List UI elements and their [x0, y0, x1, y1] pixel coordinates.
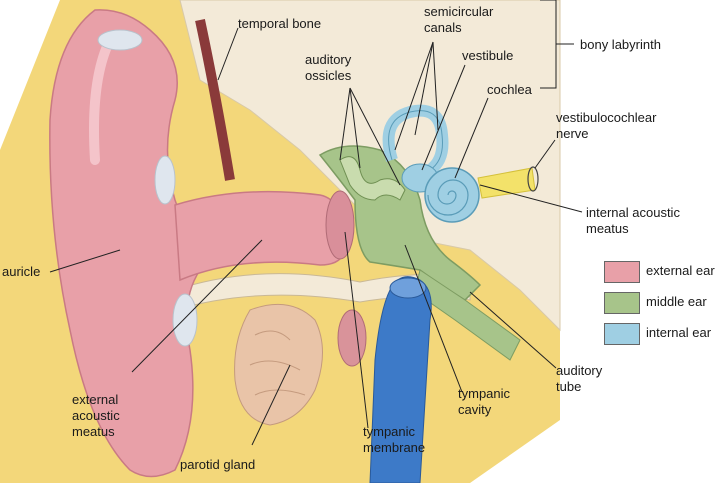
leader-tympanic-cavity — [404, 244, 463, 393]
leader-auditory-tube — [469, 291, 557, 369]
legend-swatch-external-ear — [604, 261, 640, 283]
leader-parotid — [251, 364, 291, 446]
leader-ossicles-3 — [349, 87, 401, 186]
label-cochlea: cochlea — [487, 82, 532, 97]
leader-canals-2 — [414, 41, 434, 136]
leader-nerve — [534, 139, 556, 169]
parotid-gland-lobes — [249, 330, 306, 396]
label-auricle: auricle — [2, 264, 41, 279]
label-auditory-ossicles: auditory ossicles — [305, 52, 352, 83]
legend-swatch-middle-ear — [604, 292, 640, 314]
cartilage-mid — [154, 155, 176, 205]
label-parotid-gland: parotid gland — [180, 457, 256, 472]
label-tympanic-cavity: tympanic cavity — [458, 386, 511, 417]
leader-temporal-bone — [217, 27, 239, 81]
lower-bone-shape — [160, 270, 540, 483]
label-external-acoustic-meatus: external acoustic meatus — [72, 392, 120, 439]
label-auditory-tube: auditory tube — [556, 363, 603, 394]
temporal-vessel — [195, 18, 235, 181]
legend-label-external-ear: external ear — [646, 263, 715, 278]
label-vestibulocochlear-nerve: vestibulocochlear nerve — [556, 110, 657, 141]
leader-auricle — [49, 249, 121, 273]
label-internal-acoustic-meatus: internal acoustic meatus — [586, 205, 680, 236]
legend-label-internal-ear: internal ear — [646, 325, 712, 340]
auricle-highlight — [89, 35, 115, 165]
blood-vessel-shape — [369, 276, 432, 483]
label-vestibule: vestibule — [462, 48, 514, 63]
legend-label-middle-ear: middle ear — [646, 294, 707, 309]
label-bony-labyrinth: bony labyrinth — [580, 37, 661, 52]
tympanic-membrane-shape — [325, 190, 355, 260]
blood-vessel-opening — [389, 277, 427, 299]
label-semicircular-canals: semicircular canals — [424, 4, 494, 35]
leader-tympanic-membrane — [344, 231, 369, 429]
leader-vestibule — [421, 64, 466, 171]
leader-canals-3 — [432, 41, 439, 131]
leader-cochlea — [454, 97, 489, 179]
leader-ossicles-2 — [349, 87, 361, 169]
leader-internal-meatus — [479, 184, 583, 213]
semicircular-canals-outline — [388, 110, 443, 171]
nerve-end — [527, 166, 539, 192]
leader-external-meatus — [131, 239, 263, 373]
cochlea-spiral — [427, 179, 469, 216]
leader-canals-1 — [394, 41, 434, 151]
muscle-shape — [337, 309, 367, 367]
leader-lines — [49, 0, 583, 446]
auricle-shape — [49, 9, 201, 478]
label-temporal-bone: temporal bone — [238, 16, 322, 31]
leader-ossicles-1 — [339, 87, 351, 161]
leader-bony-labyrinth-bracket — [540, 0, 574, 89]
ossicles-shape — [339, 156, 406, 201]
legend-swatch-internal-ear — [604, 323, 640, 345]
cochlea-shape — [424, 167, 480, 223]
label-tympanic-membrane: tympanic membrane — [363, 424, 426, 455]
cartilage-lower — [172, 293, 198, 347]
cartilage-upper — [97, 29, 143, 51]
